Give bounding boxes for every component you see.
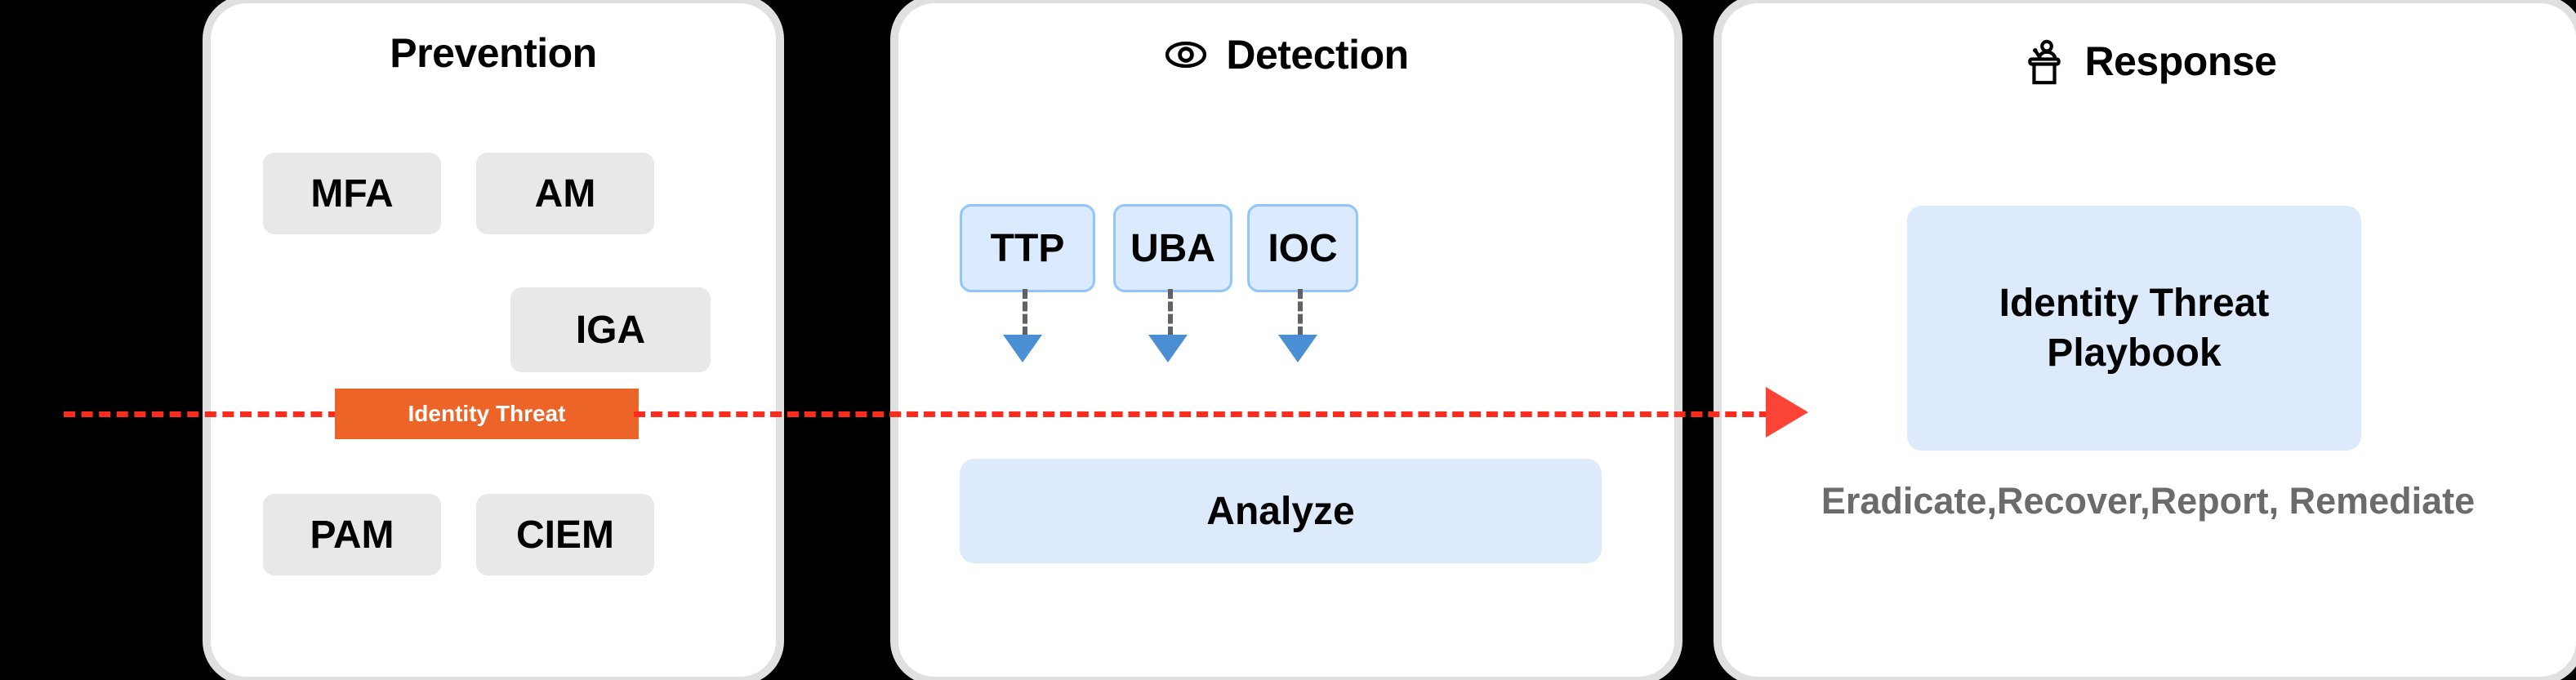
connector-ttp-arrowhead: [1003, 335, 1042, 362]
panel-response-title: Response: [1722, 38, 2576, 85]
connector-uba-arrowhead: [1148, 335, 1188, 362]
chip-am-label: AM: [534, 171, 596, 216]
chip-pam[interactable]: PAM: [263, 494, 441, 576]
identity-threat-badge-label: Identity Threat: [408, 401, 566, 426]
analyze-box-label: Analyze: [1206, 489, 1355, 533]
chip-ciem[interactable]: CIEM: [476, 494, 654, 576]
podium-speaker-icon: [2021, 38, 2067, 85]
identity-threat-badge[interactable]: Identity Threat: [335, 389, 639, 439]
chip-pam-label: PAM: [310, 513, 394, 557]
signal-box-ioc[interactable]: IOC: [1247, 204, 1358, 292]
response-actions-text: Eradicate,Recover,Report, Remediate: [1821, 480, 2476, 522]
chip-ciem-label: CIEM: [516, 513, 614, 557]
signal-box-uba-label: UBA: [1130, 226, 1215, 270]
analyze-box[interactable]: Analyze: [960, 459, 1602, 563]
signal-box-ttp-label: TTP: [990, 226, 1065, 270]
identity-threat-playbook-box[interactable]: Identity Threat Playbook: [1907, 206, 2361, 451]
signal-box-ttp[interactable]: TTP: [960, 204, 1095, 292]
panel-response: Response Identity Threat Playbook: [1722, 3, 2576, 677]
chip-iga[interactable]: IGA: [510, 287, 711, 372]
connector-ioc-arrowhead: [1278, 335, 1317, 362]
connector-ioc-to-analyze: [1298, 289, 1303, 336]
signal-box-ioc-label: IOC: [1268, 226, 1338, 270]
panel-detection: Detection TTP UBA IOC Analyze: [898, 3, 1674, 677]
connector-uba-to-analyze: [1168, 289, 1173, 336]
connector-ttp-to-analyze: [1023, 289, 1027, 336]
identity-threat-playbook-label: Identity Threat Playbook: [1999, 281, 2270, 375]
signal-box-uba[interactable]: UBA: [1113, 204, 1232, 292]
panel-prevention-title: Prevention: [211, 29, 776, 77]
chip-am[interactable]: AM: [476, 153, 654, 234]
panel-prevention: Prevention MFA AM IGA PAM CIEM: [211, 3, 776, 677]
panel-detection-title-text: Detection: [1226, 32, 1409, 78]
chip-mfa[interactable]: MFA: [263, 153, 441, 234]
threat-flow-dashed-line-right: [634, 411, 1771, 417]
threat-flow-dashed-line-left: [64, 411, 340, 417]
panel-response-title-text: Response: [2084, 38, 2277, 84]
panel-detection-title: Detection: [898, 31, 1674, 78]
threat-flow-arrowhead: [1766, 387, 1808, 438]
eye-icon: [1164, 33, 1208, 77]
chip-mfa-label: MFA: [310, 171, 394, 216]
panel-prevention-title-text: Prevention: [390, 30, 597, 76]
chip-iga-label: IGA: [575, 308, 646, 352]
